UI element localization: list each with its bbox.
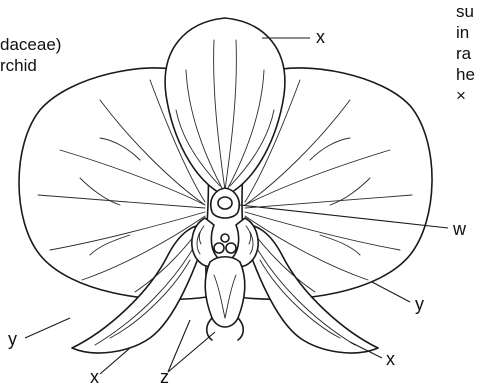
- label-y-right: y: [415, 295, 424, 313]
- leader-y-right: [372, 282, 410, 302]
- leader-z-1: [168, 320, 190, 372]
- label-w: w: [453, 220, 466, 238]
- caption-right-line1: su: [456, 2, 474, 22]
- caption-right-line3: ra: [456, 44, 471, 64]
- label-z: z: [160, 368, 169, 386]
- caption-left-line1: daceae): [0, 35, 61, 55]
- leader-y-left: [25, 318, 70, 338]
- caption-right-line5: ×: [456, 86, 466, 106]
- label-y-left: y: [8, 330, 17, 348]
- label-x-lower-left: x: [90, 368, 99, 386]
- caption-right-line4: he: [456, 65, 475, 85]
- label-x-lower-right: x: [386, 350, 395, 368]
- anther-cap: [218, 197, 232, 209]
- label-x-dorsal: x: [316, 28, 325, 46]
- leader-z-2: [168, 332, 215, 372]
- caption-left-line2: rchid: [0, 56, 37, 76]
- caption-right-line2: in: [456, 23, 469, 43]
